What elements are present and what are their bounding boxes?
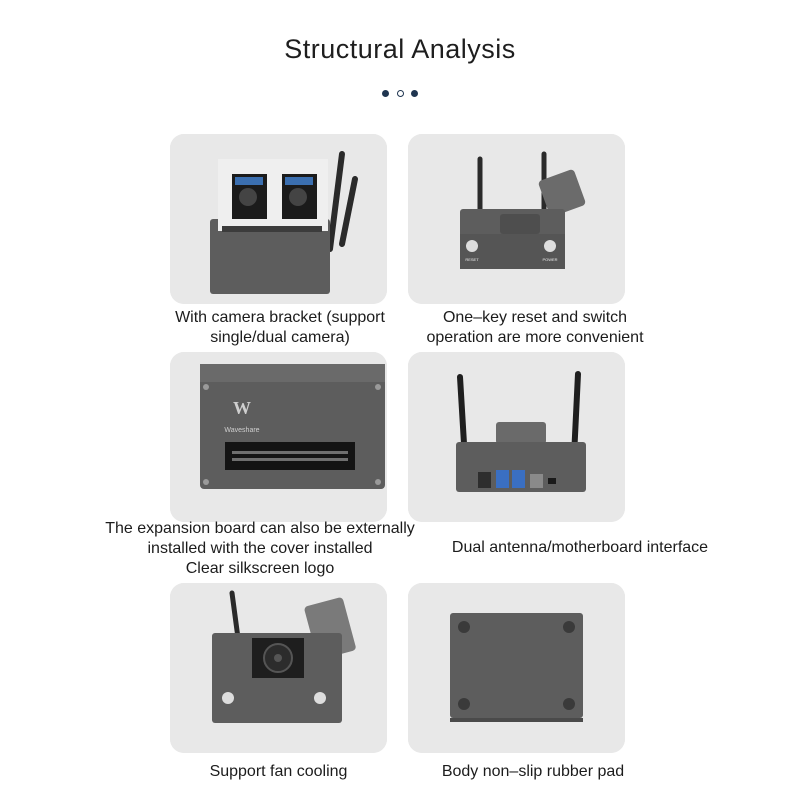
- feature-image-expansion-board: W Waveshare: [170, 352, 387, 522]
- pager-dot-2[interactable]: [396, 89, 404, 97]
- svg-text:W: W: [233, 398, 251, 418]
- caption-line: operation are more convenient: [426, 329, 644, 346]
- caption-fan-cooling: Support fan cooling: [170, 762, 387, 782]
- caption-line: Support fan cooling: [209, 763, 348, 780]
- pager-dot-1[interactable]: [382, 89, 389, 97]
- power-label: POWER: [542, 257, 557, 262]
- caption-expansion-board: The expansion board can also be external…: [85, 519, 435, 579]
- feature-image-reset-power: RESET POWER: [408, 134, 625, 304]
- caption-line: The expansion board can also be external…: [105, 520, 415, 537]
- caption-line: installed with the cover installed: [147, 540, 373, 557]
- feature-image-rubber-pad: [408, 583, 625, 753]
- pager-dot-3[interactable]: [411, 89, 418, 97]
- caption-camera-bracket: With camera bracket (support single/dual…: [150, 308, 410, 348]
- feature-image-dual-antenna: [408, 352, 625, 522]
- caption-line: Clear silkscreen logo: [185, 560, 335, 577]
- waveshare-logo-label: Waveshare: [224, 427, 259, 434]
- caption-line: single/dual camera): [210, 329, 350, 346]
- caption-line: Dual antenna/motherboard interface: [451, 539, 709, 556]
- caption-dual-antenna: Dual antenna/motherboard interface: [420, 538, 740, 558]
- reset-label: RESET: [465, 257, 479, 262]
- feature-image-fan-cooling: [170, 583, 387, 753]
- page-title: Structural Analysis: [284, 34, 516, 64]
- caption-reset-power: One–key reset and switch operation are m…: [400, 308, 670, 348]
- caption-line: Body non–slip rubber pad: [441, 763, 625, 780]
- feature-image-camera-bracket: [170, 134, 387, 304]
- carousel-pager[interactable]: [382, 88, 418, 98]
- caption-line: One–key reset and switch: [442, 309, 628, 326]
- caption-rubber-pad: Body non–slip rubber pad: [408, 762, 658, 782]
- caption-line: With camera bracket (support: [175, 309, 385, 326]
